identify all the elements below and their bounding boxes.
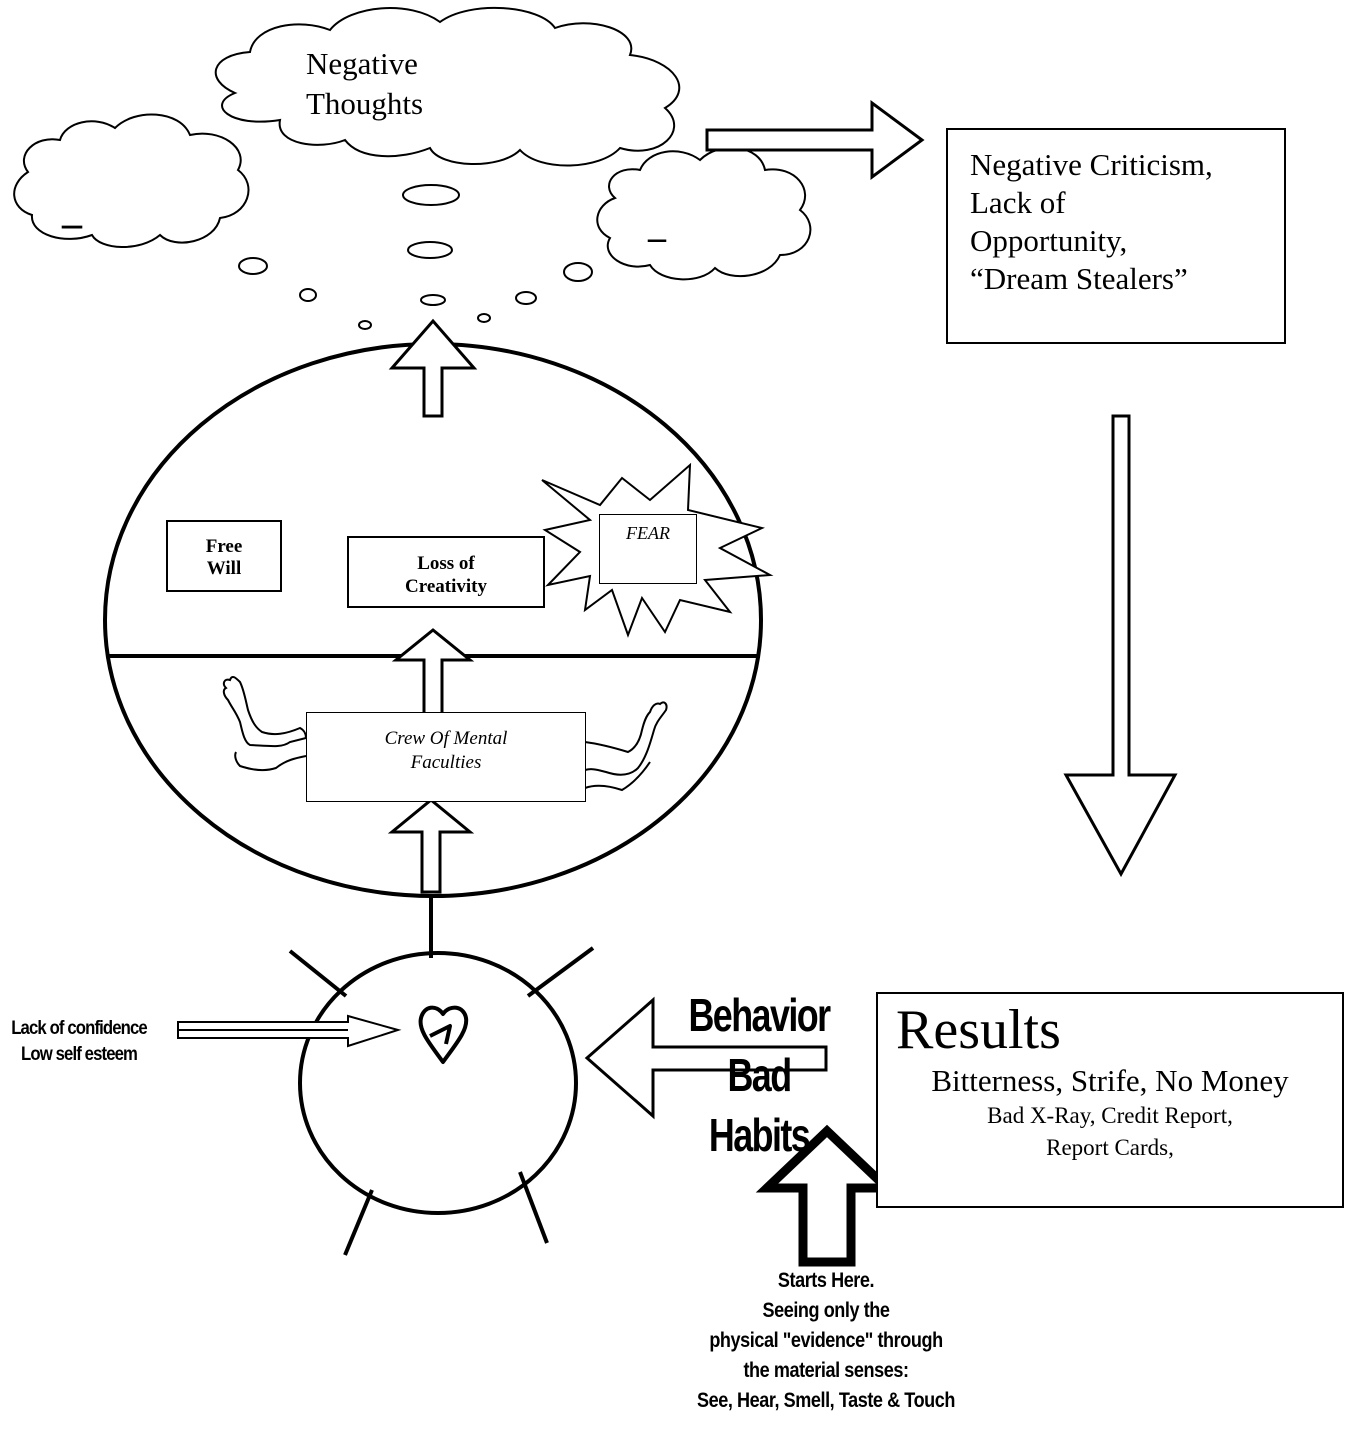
- behavior-line2: Bad Habits: [708, 1049, 811, 1161]
- starts-here-line5: See, Hear, Smell, Taste & Touch: [696, 1389, 955, 1412]
- free-will-box: Free Will: [166, 520, 282, 592]
- results-box: Results Bitterness, Strife, No Money Bad…: [876, 992, 1344, 1208]
- criticism-line2: Lack of: [970, 185, 1066, 220]
- low-self-esteem-label: Low self esteem: [21, 1044, 138, 1065]
- negative-thoughts-cloud: [214, 6, 681, 167]
- crew-box: Crew Of Mental Faculties: [306, 712, 586, 802]
- right-cloud-sign: _: [648, 205, 666, 245]
- lack-of-confidence-label: Lack of confidence: [11, 1018, 147, 1039]
- criticism-box: Negative Criticism, Lack of Opportunity,…: [946, 128, 1286, 344]
- free-will-line1: Free: [205, 536, 243, 557]
- starts-here-line1: Starts Here.: [777, 1269, 875, 1292]
- arrow-down-to-results: [1063, 414, 1178, 878]
- self-figure: [288, 946, 595, 1256]
- heart-icon: [418, 1005, 469, 1064]
- behavior-line1: Behavior: [688, 989, 831, 1041]
- starts-here-caption: Starts Here. Seeing only the physical "e…: [620, 1266, 1033, 1416]
- arrow-up-to-thoughts: [388, 318, 478, 418]
- left-arm: [222, 675, 307, 772]
- arrow-left-to-self: [584, 996, 828, 1120]
- left-negative-cloud: [13, 113, 250, 248]
- arrow-up-starts-here: [755, 1124, 899, 1267]
- arrow-right-to-criticism: [705, 100, 925, 180]
- self-labels: Lack of confidence Low self esteem: [6, 1016, 152, 1068]
- negative-thoughts-label: Negative Thoughts: [306, 44, 423, 124]
- results-line3: Report Cards,: [1046, 1135, 1174, 1160]
- loss-of-creativity-box: Loss of Creativity: [347, 536, 545, 608]
- results-title: Results: [896, 999, 1061, 1061]
- fear-box: FEAR: [599, 514, 697, 584]
- arrow-up-to-crew: [387, 798, 475, 894]
- starts-here-line4: the material senses:: [743, 1359, 909, 1382]
- criticism-line1: Negative Criticism,: [970, 147, 1213, 182]
- right-negative-cloud: [596, 146, 812, 281]
- crew-line2: Faculties: [410, 752, 482, 773]
- arrow-up-to-creativity: [391, 628, 475, 718]
- starts-here-line2: Seeing only the: [762, 1299, 890, 1322]
- negative-thoughts-line2: Thoughts: [306, 86, 424, 121]
- loss-of-creativity-line2: Creativity: [405, 576, 487, 597]
- fear-label: FEAR: [626, 523, 670, 543]
- negative-thoughts-line1: Negative: [306, 46, 418, 81]
- loss-of-creativity-line1: Loss of: [417, 553, 475, 574]
- results-line1: Bitterness, Strife, No Money: [931, 1063, 1289, 1098]
- starts-here-line3: physical "evidence" through: [709, 1329, 943, 1352]
- arrow-to-heart: [177, 1014, 402, 1048]
- criticism-line4: “Dream Stealers”: [970, 261, 1188, 296]
- free-will-line2: Will: [206, 558, 242, 579]
- right-arm: [584, 701, 668, 792]
- criticism-line3: Opportunity,: [970, 223, 1128, 258]
- left-cloud-sign: _: [62, 187, 82, 232]
- results-line2: Bad X-Ray, Credit Report,: [987, 1103, 1233, 1128]
- crew-line1: Crew Of Mental: [384, 728, 508, 749]
- behavior-label: Behavior Bad Habits: [686, 985, 831, 1165]
